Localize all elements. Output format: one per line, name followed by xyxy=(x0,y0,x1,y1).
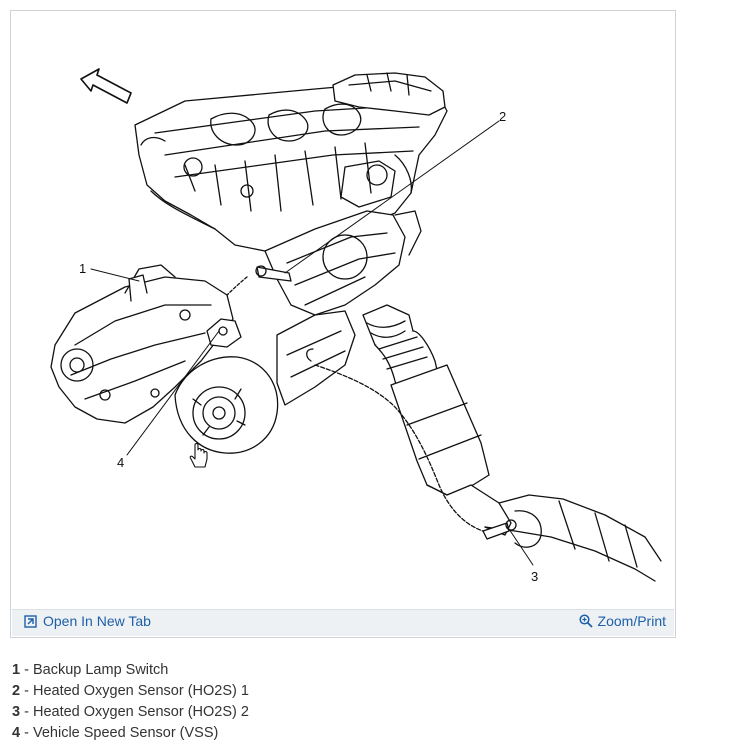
legend-text: Heated Oxygen Sensor (HO2S) 1 xyxy=(32,683,249,699)
legend-item: 1 - Backup Lamp Switch xyxy=(12,660,249,681)
legend-text: Heated Oxygen Sensor (HO2S) 2 xyxy=(32,704,249,720)
callout-3: 3 xyxy=(531,569,538,584)
transaxle xyxy=(50,264,234,424)
legend-number: 1 xyxy=(12,662,21,678)
engine-diagram: 1 2 3 4 xyxy=(15,15,671,609)
legend-separator: - xyxy=(20,662,33,678)
legend-number: 2 xyxy=(12,683,21,699)
flywheel-housing xyxy=(174,310,356,454)
legend-separator: - xyxy=(20,683,33,699)
hand-cursor-icon xyxy=(189,442,208,468)
open-external-icon xyxy=(24,615,37,628)
legend-item: 4 - Vehicle Speed Sensor (VSS) xyxy=(12,723,249,744)
callout-2: 2 xyxy=(499,109,506,124)
legend-separator: - xyxy=(20,704,33,720)
legend-number: 3 xyxy=(12,704,21,720)
front-arrow-icon xyxy=(80,68,132,104)
open-in-new-tab-label: Open In New Tab xyxy=(43,613,151,629)
legend-item: 2 - Heated Oxygen Sensor (HO2S) 1 xyxy=(12,681,249,702)
diagram-toolbar: Open In New Tab Zoom/Print xyxy=(12,609,674,636)
legend-text: Backup Lamp Switch xyxy=(32,662,169,678)
engine-illustration: 1 2 3 4 xyxy=(50,68,662,584)
legend-number: 4 xyxy=(12,725,21,741)
leader-lines xyxy=(90,120,534,566)
zoom-print-label: Zoom/Print xyxy=(597,613,666,629)
diagram-frame: 1 2 3 4 Open In New Tab Zoom/Print xyxy=(10,10,676,638)
callout-4: 4 xyxy=(117,455,124,470)
callout-1: 1 xyxy=(79,261,86,276)
magnifier-plus-icon xyxy=(578,614,593,628)
open-in-new-tab-button[interactable]: Open In New Tab xyxy=(24,613,151,629)
catalytic-converter xyxy=(362,304,662,582)
component-legend: 1 - Backup Lamp Switch 2 - Heated Oxygen… xyxy=(12,660,249,744)
zoom-print-button[interactable]: Zoom/Print xyxy=(578,613,666,629)
legend-item: 3 - Heated Oxygen Sensor (HO2S) 2 xyxy=(12,702,249,723)
ho2s-2-sensor xyxy=(306,348,517,540)
exhaust-manifold xyxy=(264,210,422,316)
engine-block xyxy=(134,72,448,252)
legend-text: Vehicle Speed Sensor (VSS) xyxy=(32,725,219,741)
legend-separator: - xyxy=(20,725,33,741)
